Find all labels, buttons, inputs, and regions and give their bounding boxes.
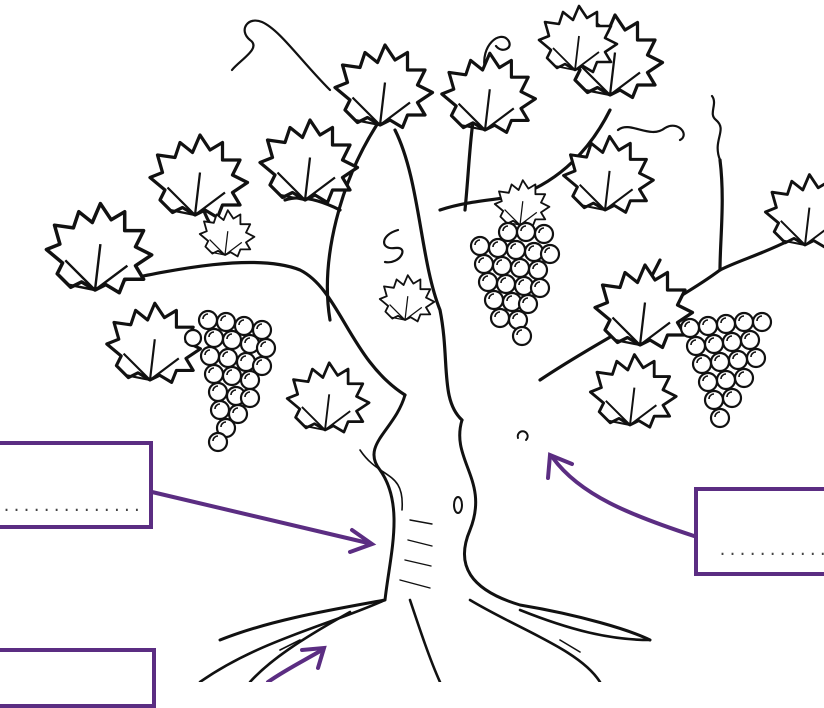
arrow-to-branch xyxy=(548,455,694,536)
arrow-to-root xyxy=(268,648,324,682)
grapevine-diagram xyxy=(0,0,824,682)
roots xyxy=(200,600,650,682)
grape-bunch-left xyxy=(185,311,275,451)
label-box-trunk[interactable]: .............. xyxy=(0,441,153,529)
grape-bunch-center xyxy=(471,223,559,345)
label-box-root[interactable] xyxy=(0,648,156,708)
answer-line: .............. xyxy=(718,541,824,559)
answer-line: .............. xyxy=(2,497,142,515)
label-box-branch[interactable]: .............. xyxy=(694,487,824,576)
trunk xyxy=(220,395,650,640)
arrow-to-trunk xyxy=(152,492,372,552)
grape-bunch-right xyxy=(681,313,771,427)
